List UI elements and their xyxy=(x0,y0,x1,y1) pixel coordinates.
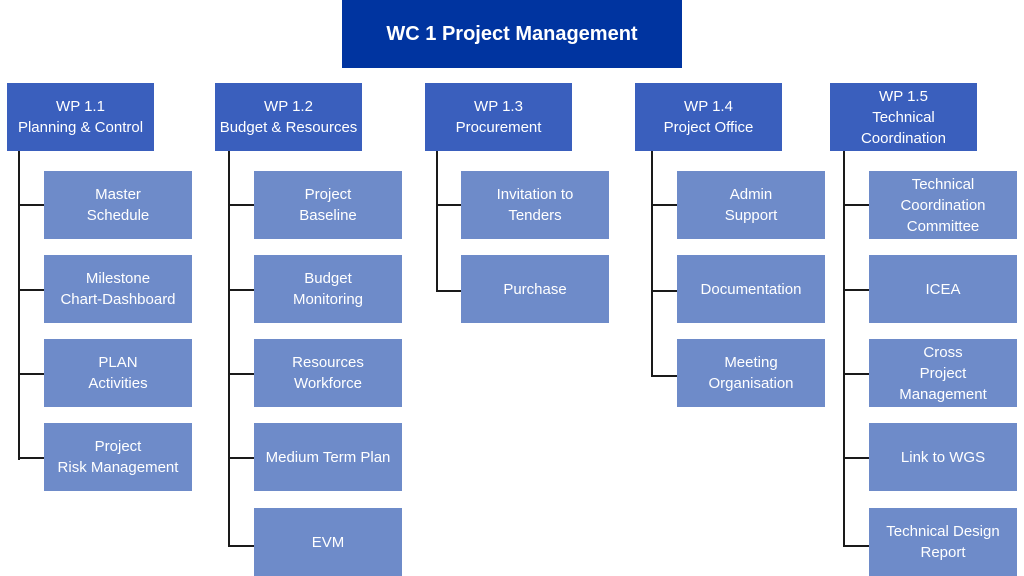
task-box: Technical Design Report xyxy=(869,508,1017,576)
connector-branch xyxy=(436,204,461,206)
task-label: EVM xyxy=(311,533,345,551)
connector-branch xyxy=(228,204,254,206)
connector-branch xyxy=(843,457,869,459)
task-box: Meeting Organisation xyxy=(677,339,825,407)
task-box: Medium Term Plan xyxy=(254,423,402,491)
connector-branch xyxy=(651,375,677,377)
wp-title: WP 1.3 Procurement xyxy=(455,98,542,136)
task-box: ICEA xyxy=(869,255,1017,323)
connector-branch xyxy=(843,545,869,547)
root-title: WC 1 Project Management xyxy=(386,22,638,45)
connector-branch xyxy=(228,457,254,459)
connector-branch xyxy=(18,289,44,291)
task-label: Project Baseline xyxy=(299,186,357,224)
wp-title: WP 1.1 Planning & Control xyxy=(17,98,144,136)
task-label: PLAN Activities xyxy=(88,354,148,392)
wp-1-5-box: WP 1.5 Technical Coordination xyxy=(830,83,977,151)
task-box: Project Baseline xyxy=(254,171,402,239)
task-label: Cross Project Management xyxy=(899,343,987,403)
task-box: Invitation to Tenders xyxy=(461,171,609,239)
root-node: WC 1 Project Management xyxy=(342,0,682,68)
task-box: Master Schedule xyxy=(44,171,192,239)
task-label: ICEA xyxy=(925,280,961,298)
task-box: Admin Support xyxy=(677,171,825,239)
wp-1-3-box: WP 1.3 Procurement xyxy=(425,83,572,151)
task-label: Project Risk Management xyxy=(57,438,179,476)
wp-title: WP 1.5 Technical Coordination xyxy=(860,87,947,147)
connector-trunk xyxy=(18,151,20,460)
task-label: Link to WGS xyxy=(900,448,986,466)
task-label: Master Schedule xyxy=(86,186,150,224)
task-label: Documentation xyxy=(700,280,802,298)
connector-trunk xyxy=(436,151,438,292)
connector-branch xyxy=(18,373,44,375)
task-box: PLAN Activities xyxy=(44,339,192,407)
connector-trunk xyxy=(651,151,653,377)
task-box: Milestone Chart-Dashboard xyxy=(44,255,192,323)
connector-branch xyxy=(843,289,869,291)
task-box: EVM xyxy=(254,508,402,576)
wp-title: WP 1.4 Project Office xyxy=(663,98,754,136)
task-box: Resources Workforce xyxy=(254,339,402,407)
connector-branch xyxy=(228,373,254,375)
task-label: Meeting Organisation xyxy=(708,354,794,392)
wp-1-1-box: WP 1.1 Planning & Control xyxy=(7,83,154,151)
task-label: Admin Support xyxy=(724,186,778,224)
connector-branch xyxy=(228,545,254,547)
task-box: Cross Project Management xyxy=(869,339,1017,407)
connector-branch xyxy=(18,457,44,459)
connector-branch xyxy=(436,290,461,292)
task-label: Medium Term Plan xyxy=(265,448,391,466)
connector-branch xyxy=(651,204,677,206)
wp-title: WP 1.2 Budget & Resources xyxy=(219,98,358,136)
wp-1-2-box: WP 1.2 Budget & Resources xyxy=(215,83,362,151)
connector-branch xyxy=(843,204,869,206)
wp-1-4-box: WP 1.4 Project Office xyxy=(635,83,782,151)
task-box: Budget Monitoring xyxy=(254,255,402,323)
task-box: Project Risk Management xyxy=(44,423,192,491)
connector-branch xyxy=(228,289,254,291)
task-box: Documentation xyxy=(677,255,825,323)
task-box: Link to WGS xyxy=(869,423,1017,491)
task-label: Purchase xyxy=(503,280,567,298)
task-label: Budget Monitoring xyxy=(292,270,364,308)
connector-branch xyxy=(651,290,677,292)
task-box: Purchase xyxy=(461,255,609,323)
connector-trunk xyxy=(843,151,845,547)
connector-branch xyxy=(18,204,44,206)
task-label: Technical Design Report xyxy=(886,523,1000,561)
task-box: Technical Coordination Committee xyxy=(869,171,1017,239)
connector-trunk xyxy=(228,151,230,547)
task-label: Milestone Chart-Dashboard xyxy=(60,270,176,308)
task-label: Technical Coordination Committee xyxy=(900,175,986,235)
task-label: Resources Workforce xyxy=(292,354,364,392)
task-label: Invitation to Tenders xyxy=(496,186,574,224)
connector-branch xyxy=(843,373,869,375)
